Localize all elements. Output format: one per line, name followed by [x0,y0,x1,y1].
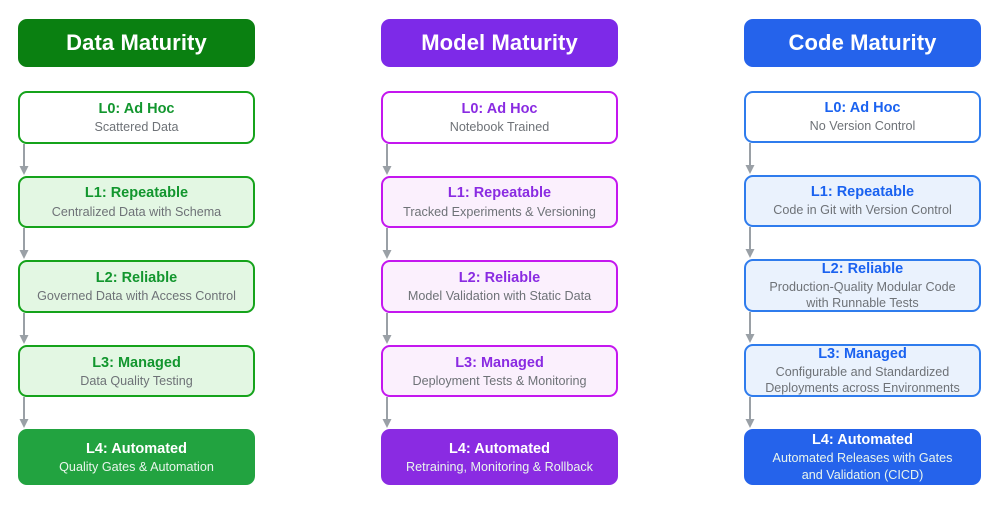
flow-arrow-code-3 [744,397,756,429]
stage-description: Centralized Data with Schema [51,204,222,219]
flow-arrow-data-2 [18,312,30,345]
stage-description: Deployment Tests & Monitoring [412,373,587,388]
stage-description: Production-Quality Modular Code with Run… [769,279,956,311]
flow-arrow-code-2 [744,312,756,344]
stage-level-label: L4: Automated [812,432,913,449]
flow-arrow-data-1 [18,228,30,260]
stage-description: Governed Data with Access Control [37,289,236,304]
stage-level-label: L3: Managed [92,354,181,371]
flow-arrow-data-0 [18,143,30,176]
stage-level-label: L4: Automated [449,440,550,457]
stage-level-label: L0: Ad Hoc [461,100,538,117]
stage-description: Data Quality Testing [80,373,193,388]
stage-description: Configurable and Standardized Deployment… [765,364,960,396]
stage-level-label: L2: Reliable [821,260,904,277]
column-header-data: Data Maturity [18,19,255,68]
stage-level-label: L2: Reliable [458,269,541,286]
stage-description: Code in Git with Version Control [773,203,952,218]
column-header-code: Code Maturity [744,19,981,67]
header-gap [381,67,618,91]
flow-arrow-model-1 [381,228,393,260]
flow-arrow-code-0 [744,142,756,175]
stage-level-label: L0: Ad Hoc [824,100,901,117]
stage-level-label: L3: Managed [455,354,544,371]
stage-level-label: L2: Reliable [95,269,178,286]
stage-description: Automated Releases with Gates and Valida… [772,451,953,482]
stage-description: No Version Control [809,119,916,134]
stage-description: Model Validation with Static Data [407,289,592,304]
flow-arrow-code-1 [744,227,756,259]
stage-level-label: L1: Repeatable [810,184,915,201]
flow-arrow-data-3 [18,397,30,429]
stage-card-code-l0[interactable]: L0: Ad Hoc No Version Control [744,90,981,143]
stage-description: Retraining, Monitoring & Rollback [406,459,593,474]
header-gap [18,67,255,91]
stage-description: Quality Gates & Automation [59,459,214,474]
flow-arrow-model-3 [381,397,393,429]
stage-level-label: L1: Repeatable [447,185,552,202]
flow-arrow-model-2 [381,312,393,345]
stage-description: Notebook Trained [449,119,550,134]
stage-description: Scattered Data [94,119,179,134]
stage-level-label: L4: Automated [86,440,187,457]
stage-level-label: L3: Managed [818,345,907,362]
stage-level-label: L0: Ad Hoc [98,100,175,117]
stage-description: Tracked Experiments & Versioning [403,204,596,219]
flow-arrow-model-0 [381,143,393,176]
stage-level-label: L1: Repeatable [84,185,189,202]
column-header-model: Model Maturity [381,19,618,68]
header-gap [744,67,981,91]
